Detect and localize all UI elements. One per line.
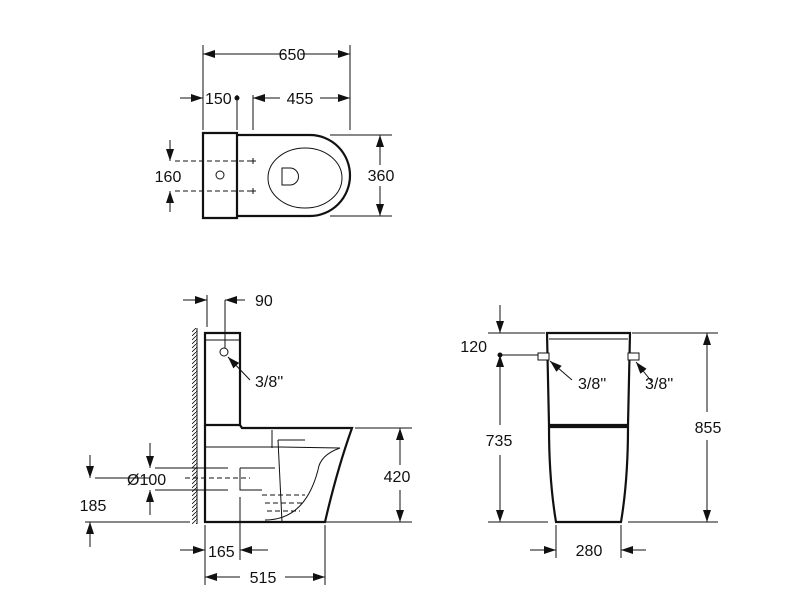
tank-side (203, 331, 242, 427)
bowl-front (547, 425, 630, 524)
dim-top-offset: 120 (460, 339, 487, 356)
dim-outlet-distance: 165 (208, 544, 235, 561)
side-view: 3/8'' 90 420 185 Ø100 165 515 (80, 293, 412, 587)
dim-depth: 515 (250, 570, 277, 587)
top-view: 650 150 455 360 160 (155, 45, 395, 220)
seat-outline (267, 147, 343, 209)
dim-total-height: 855 (695, 420, 722, 437)
dim-seat-height: 420 (384, 469, 411, 486)
dim-inlet-spacing: 160 (155, 169, 182, 186)
bowl-outline (237, 133, 352, 218)
dim-overall-length: 650 (279, 47, 306, 64)
tank-front (545, 331, 632, 427)
front-view: 3/8'' 3/8'' 120 735 855 280 (460, 305, 721, 560)
dim-base-width: 280 (576, 543, 603, 560)
tank-outline (201, 131, 239, 220)
wall-hatch (192, 328, 197, 524)
dim-bowl-length: 455 (287, 91, 314, 108)
dim-inlet-height: 735 (486, 433, 513, 450)
dim-outlet-diameter: Ø100 (127, 472, 166, 489)
inlet-hole (215, 170, 225, 180)
dim-tank-inlet-offset: 90 (255, 293, 273, 310)
dim-tank-offset: 150 (205, 91, 232, 108)
label-inlet-size: 3/8'' (255, 374, 283, 391)
outlet-mark (281, 167, 299, 186)
dim-outlet-height: 185 (80, 498, 107, 515)
label-inlet-right: 3/8'' (645, 376, 673, 393)
label-inlet-left: 3/8'' (578, 376, 606, 393)
dim-width: 360 (368, 168, 395, 185)
